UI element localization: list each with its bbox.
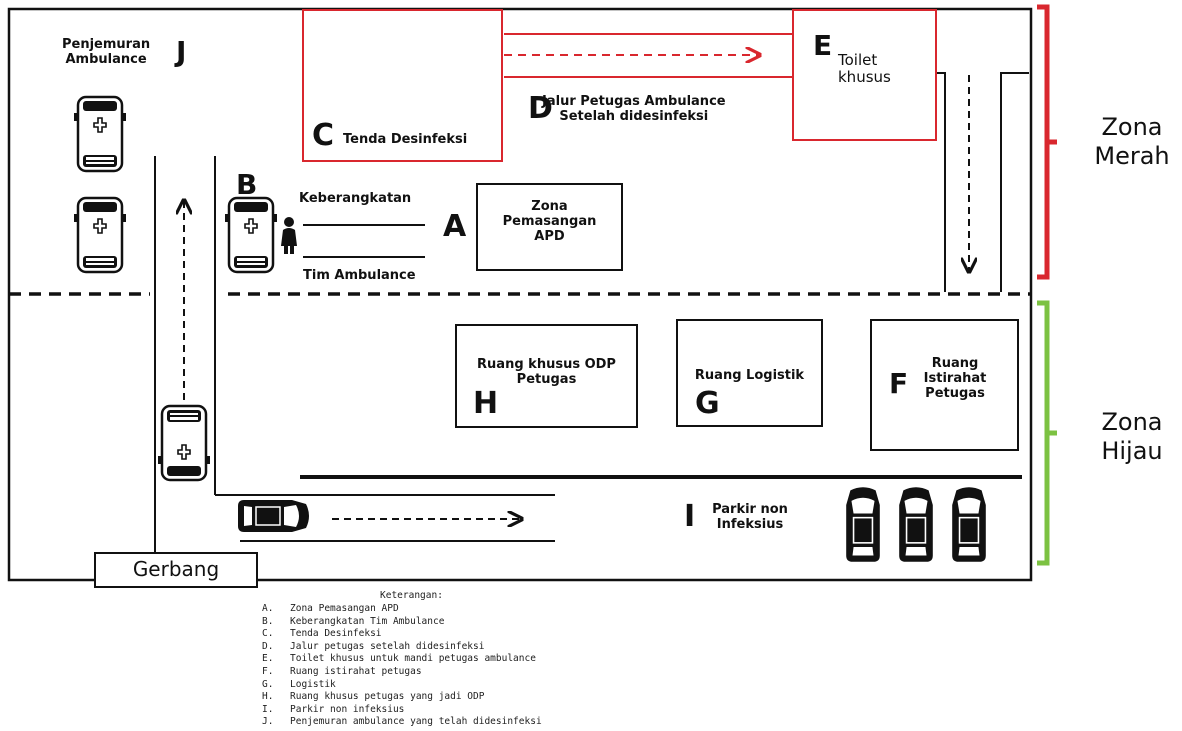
car-icon xyxy=(845,486,881,563)
zona-merah-label: Zona Merah xyxy=(1094,113,1170,170)
legend-item: J. Penjemuran ambulance yang telah didesi… xyxy=(262,716,542,729)
zona-hijau-label: Zona Hijau xyxy=(1101,408,1163,465)
toilet-khusus-box xyxy=(792,9,937,141)
label-f-text: Ruang Istirahat Petugas xyxy=(923,356,987,401)
label-e-letter: E xyxy=(813,29,833,62)
legend-text: Jalur petugas setelah didesinfeksi xyxy=(290,640,485,652)
car-icon xyxy=(898,486,934,563)
legend-item: H. Ruang khusus petugas yang jadi ODP xyxy=(262,691,542,704)
legend-key: B. xyxy=(262,615,274,627)
legend-item: C. Tenda Desinfeksi xyxy=(262,628,542,641)
label-a-letter: A xyxy=(443,209,467,244)
label-b-top: Keberangkatan xyxy=(299,191,412,206)
zona-apd-box xyxy=(476,183,623,271)
ambulance-icon xyxy=(225,196,277,274)
label-j-letter: J xyxy=(176,35,187,68)
label-j-text: Penjemuran Ambulance xyxy=(62,37,151,67)
label-b-letter: B xyxy=(236,168,258,201)
label-e-text: Toilet khusus xyxy=(838,51,891,87)
label-i-letter: I xyxy=(684,499,696,534)
legend-text: Zona Pemasangan APD xyxy=(290,603,399,614)
legend-item: G. Logistik xyxy=(262,679,542,692)
label-d-text: Jalur Petugas Ambulance Setelah didesinf… xyxy=(542,94,726,124)
worker-icon xyxy=(281,217,297,254)
ruang-logistik-box xyxy=(676,319,823,427)
legend-item: E. Toilet khusus untuk mandi petugas ambu… xyxy=(262,653,542,666)
label-g-text: Ruang Logistik xyxy=(694,368,805,383)
label-h-text: Ruang khusus ODP Petugas xyxy=(477,357,616,387)
legend-item: D. Jalur petugas setelah didesinfeksi xyxy=(262,641,542,654)
tenda-desinfeksi-box xyxy=(302,9,503,162)
legend-text: Logistik xyxy=(290,678,336,690)
legend-key: C. xyxy=(262,628,274,640)
car-icon xyxy=(237,499,310,533)
legend-key: E. xyxy=(262,653,274,665)
car-icon xyxy=(951,486,987,563)
legend-key: G. xyxy=(262,678,274,690)
legend-title: Keterangan: xyxy=(380,590,443,601)
label-f-letter: F xyxy=(889,367,909,400)
label-a-text: Zona Pemasangan APD xyxy=(502,199,597,244)
legend-item: F. Ruang istirahat petugas xyxy=(262,666,542,679)
legend-text: Toilet khusus untuk mandi petugas ambula… xyxy=(290,653,536,665)
legend-key: I. xyxy=(262,703,274,715)
label-h-letter: H xyxy=(473,386,499,421)
legend-key: F. xyxy=(262,665,274,677)
label-i-text: Parkir non Infeksius xyxy=(712,502,788,532)
label-c-text: Tenda Desinfeksi xyxy=(343,132,468,147)
legend-text: Ruang khusus petugas yang jadi ODP xyxy=(290,691,485,703)
label-d-letter: D xyxy=(528,91,553,126)
legend-item: B. Keberangkatan Tim Ambulance xyxy=(262,616,542,629)
gate-box xyxy=(94,552,258,588)
legend-text: Parkir non infeksius xyxy=(290,703,405,715)
legend-key: J. xyxy=(262,716,274,728)
legend-text: Tenda Desinfeksi xyxy=(290,628,382,640)
gate-label: Gerbang xyxy=(132,557,220,581)
label-b-bottom: Tim Ambulance xyxy=(303,268,416,283)
label-g-letter: G xyxy=(695,386,720,421)
legend-item: A. Zona Pemasangan APD xyxy=(262,603,542,616)
legend-text: Ruang istirahat petugas xyxy=(290,665,422,677)
ambulance-icon xyxy=(74,95,126,173)
ambulance-icon xyxy=(74,196,126,274)
legend-key: A. xyxy=(262,603,274,614)
legend-item: I. Parkir non infeksius xyxy=(262,704,542,717)
label-c-letter: C xyxy=(312,118,335,153)
ruang-istirahat-box xyxy=(870,319,1019,451)
legend: A. Zona Pemasangan APD B. Keberangkatan Tim… xyxy=(262,603,542,729)
ambulance-icon xyxy=(158,404,210,482)
ruang-odp-box xyxy=(455,324,638,428)
legend-text: Keberangkatan Tim Ambulance xyxy=(290,615,445,627)
legend-key: H. xyxy=(262,691,274,703)
legend-key: D. xyxy=(262,640,274,652)
legend-text: Penjemuran ambulance yang telah didesinf… xyxy=(290,716,542,728)
